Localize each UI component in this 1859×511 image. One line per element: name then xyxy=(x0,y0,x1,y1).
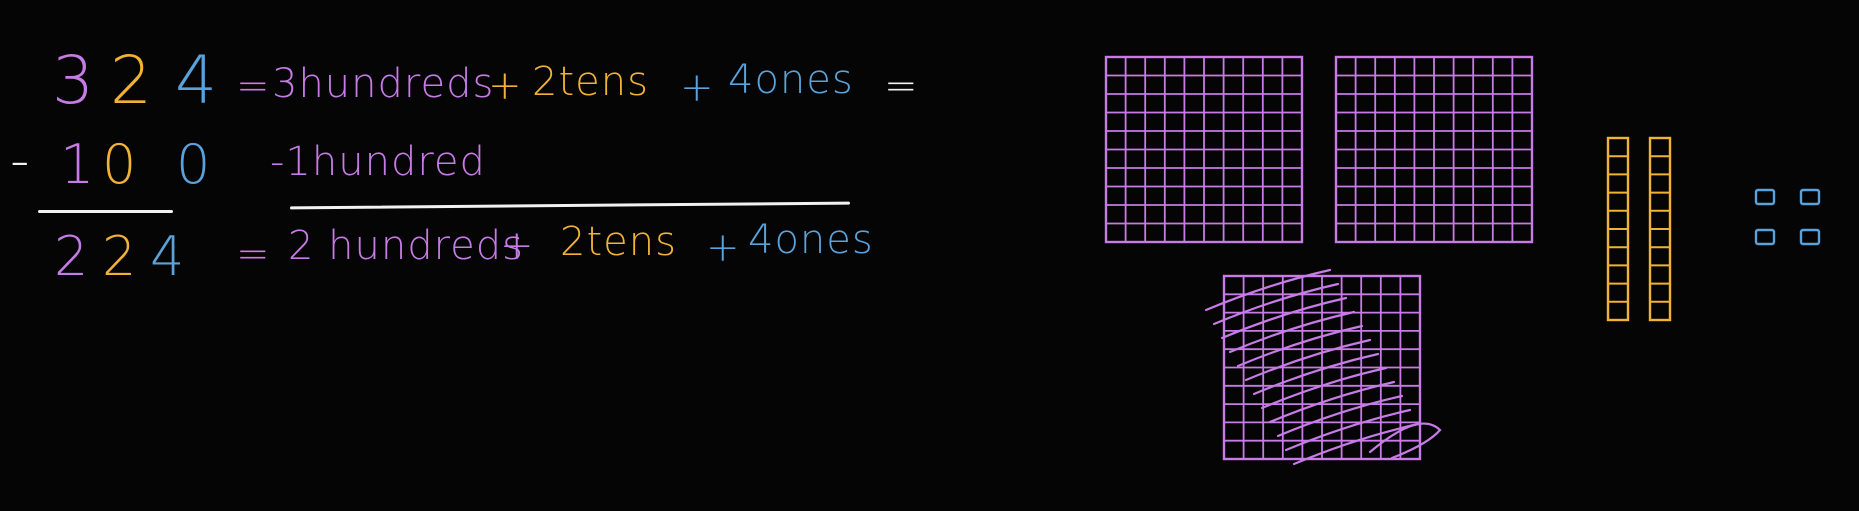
row3-equals-sign: = xyxy=(236,231,271,277)
row2-ones-digit: 0 xyxy=(176,133,212,196)
row2-hundreds-digit: 1 xyxy=(60,133,96,196)
row2-minus-hundred: -1hundred xyxy=(270,139,486,185)
row1-equals-sign: = xyxy=(236,63,271,109)
row1-ones-digit: 4 xyxy=(175,42,218,119)
cross-out-scribble xyxy=(1204,268,1442,466)
ones-cube-4 xyxy=(1799,228,1821,246)
row1-tens-digit: 2 xyxy=(110,42,153,119)
ones-cube-2 xyxy=(1799,188,1821,206)
row1-plus-sign-2: + xyxy=(680,65,715,111)
row1-tens-part: 2tens xyxy=(532,59,649,105)
row1-hundreds-part: 3hundreds xyxy=(272,61,495,107)
row3-plus-sign-2: + xyxy=(706,225,741,271)
ten-rod-1 xyxy=(1606,136,1630,322)
row2-minus-sign: - xyxy=(10,129,31,192)
row3-ones-part: 4ones xyxy=(748,217,874,263)
row3-tens-digit: 2 xyxy=(102,225,138,288)
row3-ones-digit: 4 xyxy=(150,225,186,288)
hundred-square-1 xyxy=(1104,55,1304,244)
row1-equals-sign-2: = xyxy=(884,63,919,109)
row1-hundreds-digit: 3 xyxy=(52,42,95,119)
row1-plus-sign: + xyxy=(488,63,523,109)
row3-tens-part: 2tens xyxy=(560,219,677,265)
ones-cube-3 xyxy=(1754,228,1776,246)
subtraction-rule-left xyxy=(38,210,173,213)
row3-plus-sign: + xyxy=(500,223,535,269)
ten-rod-2 xyxy=(1648,136,1672,322)
hundred-square-2 xyxy=(1334,55,1534,244)
row3-hundreds-part: 2 hundreds xyxy=(288,223,525,269)
row3-hundreds-digit: 2 xyxy=(54,225,90,288)
row1-ones-part: 4ones xyxy=(728,57,854,103)
ones-cube-1 xyxy=(1754,188,1776,206)
row2-tens-digit: 0 xyxy=(102,133,138,196)
